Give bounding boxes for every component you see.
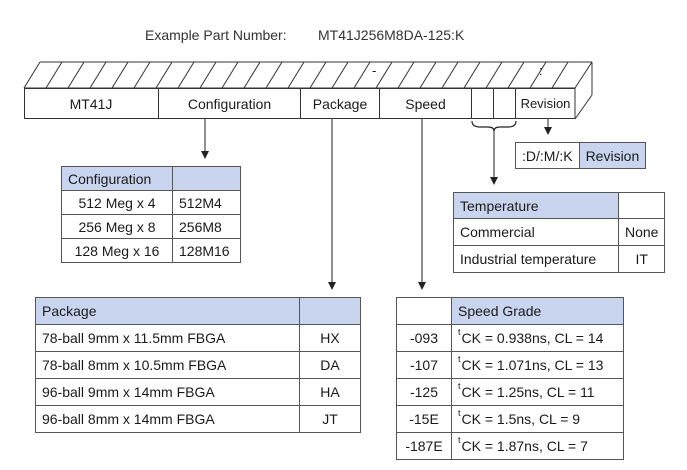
bar-colon: :	[539, 63, 543, 78]
band-hatch-line	[485, 61, 503, 89]
table-row: 78-ball 8mm x 10.5mm FBGA DA	[35, 351, 361, 379]
example-part-value: MT41J256M8DA-125:K	[318, 27, 465, 43]
band-hatch-line	[551, 61, 569, 89]
temperature-table: Temperature Commercial None Industrial t…	[453, 192, 666, 273]
table-row: 128 Meg x 16 128M16	[61, 238, 241, 263]
band-hatch-line	[221, 61, 239, 89]
table-row: 78-ball 9mm x 11.5mm FBGA HX	[35, 324, 361, 352]
band-hatch-line	[353, 61, 371, 89]
band-hatch-line	[397, 61, 415, 89]
band-hatch-line	[463, 61, 481, 89]
segment-blank-2	[494, 88, 516, 119]
speed-grade-table: Speed Grade -093 tCK = 0.938ns, CL = 14 …	[396, 297, 624, 460]
table-row: 256 Meg x 8 256M8	[61, 214, 241, 239]
table-row: Industrial temperature IT	[453, 245, 666, 273]
revision-label: Revision	[578, 142, 647, 169]
band-hatch-line	[419, 61, 437, 89]
package-header: Package	[35, 297, 300, 325]
table-row: 512 Meg x 4 512M4	[61, 190, 241, 215]
band-hatch-line	[265, 61, 283, 89]
segment-blank-1	[472, 88, 494, 119]
table-row: -187E tCK = 1.87ns, CL = 7	[396, 432, 624, 460]
band-hatch-line	[309, 61, 327, 89]
segment-speed: Speed	[380, 88, 472, 119]
table-row: -15E tCK = 1.5ns, CL = 9	[396, 405, 624, 433]
band-hatch-line	[441, 61, 459, 89]
band-hatch-line	[155, 61, 173, 89]
band-hatch-line	[375, 61, 393, 89]
band-hatch-line	[199, 61, 217, 89]
bar-dash: -	[372, 63, 377, 78]
band-hatch-line	[243, 61, 261, 89]
segment-revision: Revision	[520, 96, 571, 111]
package-table: Package 78-ball 9mm x 11.5mm FBGA HX 78-…	[35, 297, 361, 433]
segment-package: Package	[301, 88, 380, 119]
band-hatch-line	[23, 61, 41, 89]
band-hatch-line	[45, 61, 63, 89]
example-part-label: Example Part Number:	[145, 27, 287, 43]
band-hatch-line	[67, 61, 85, 89]
table-row: -093 tCK = 0.938ns, CL = 14	[396, 324, 624, 352]
band-hatch-line	[287, 61, 305, 89]
speed-grade-header: Speed Grade	[451, 297, 624, 325]
segment-family: MT41J	[24, 88, 159, 119]
table-row: -125 tCK = 1.25ns, CL = 11	[396, 378, 624, 406]
temperature-header: Temperature	[453, 192, 619, 219]
band-hatch-line	[529, 61, 547, 89]
band-hatch-line	[331, 61, 349, 89]
table-row: 96-ball 8mm x 14mm FBGA JT	[35, 405, 361, 433]
band-hatch-line	[177, 61, 195, 89]
table-row: Commercial None	[453, 218, 666, 246]
segment-configuration: Configuration	[159, 88, 301, 119]
table-row: -107 tCK = 1.071ns, CL = 13	[396, 351, 624, 379]
band-hatch-line	[89, 61, 107, 89]
revision-value: :D/:M/:K	[515, 142, 580, 169]
configuration-table: Configuration 512 Meg x 4 512M4 256 Meg …	[61, 166, 241, 263]
band-hatch-line	[111, 61, 129, 89]
revision-box: :D/:M/:K Revision	[515, 142, 647, 169]
configuration-header: Configuration	[61, 166, 173, 191]
part-number-bar	[24, 88, 575, 119]
band-hatch-line	[133, 61, 151, 89]
table-row: 96-ball 9mm x 14mm FBGA HA	[35, 378, 361, 406]
band-hatch-line	[507, 61, 525, 89]
